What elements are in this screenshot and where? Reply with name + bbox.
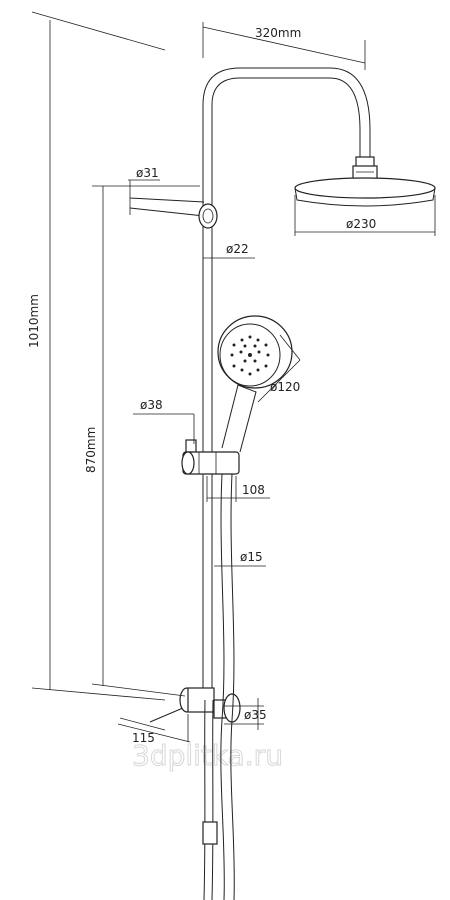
dimension-holder-offset-label: 108: [242, 483, 265, 497]
lower-wall-bracket: [149, 687, 241, 723]
shower-arm: [202, 67, 371, 158]
dimension-bar-height-label: 870mm: [84, 427, 98, 473]
dimension-total-height-label: 1010mm: [27, 294, 41, 348]
dimension-head-diameter: ø230: [294, 195, 436, 236]
rain-shower-head: [294, 156, 436, 207]
slide-holder: [181, 439, 240, 475]
shower-hose: [202, 473, 235, 900]
riser-pipe: [202, 105, 213, 700]
dimension-hose-diameter: ø15: [214, 550, 266, 567]
dimension-pipe-diameter-label: ø22: [226, 242, 249, 256]
dimension-pipe-diameter: ø22: [203, 242, 255, 259]
dimension-bar-height: 870mm: [84, 185, 200, 697]
dimension-total-height: 1010mm: [27, 11, 166, 701]
dimension-lower-bracket: ø35: [224, 698, 267, 730]
dimension-lower-bracket-offset-label: 115: [132, 731, 155, 745]
dimension-holder-diameter: ø38: [133, 398, 195, 444]
dimension-lower-bracket-offset: 115: [117, 714, 191, 745]
dimension-hose-diameter-label: ø15: [240, 550, 263, 564]
dimension-hand-shower-label: ø120: [270, 380, 300, 394]
dimension-head-arm-length-label: 320mm: [255, 26, 301, 40]
dimension-holder-diameter-label: ø38: [140, 398, 163, 412]
upper-wall-bracket: [129, 197, 218, 229]
hand-shower: [217, 315, 293, 453]
dimension-hand-shower: ø120: [257, 334, 301, 403]
dimension-head-diameter-label: ø230: [346, 217, 376, 231]
dimension-holder-offset: 108: [206, 476, 270, 502]
watermark: 3dplitka.ru: [132, 739, 283, 772]
dimension-head-arm-length: 320mm: [202, 22, 366, 70]
dimension-lower-bracket-label: ø35: [244, 708, 267, 722]
dimension-upper-bracket-label: ø31: [136, 166, 159, 180]
dimension-upper-bracket: ø31: [128, 166, 160, 215]
